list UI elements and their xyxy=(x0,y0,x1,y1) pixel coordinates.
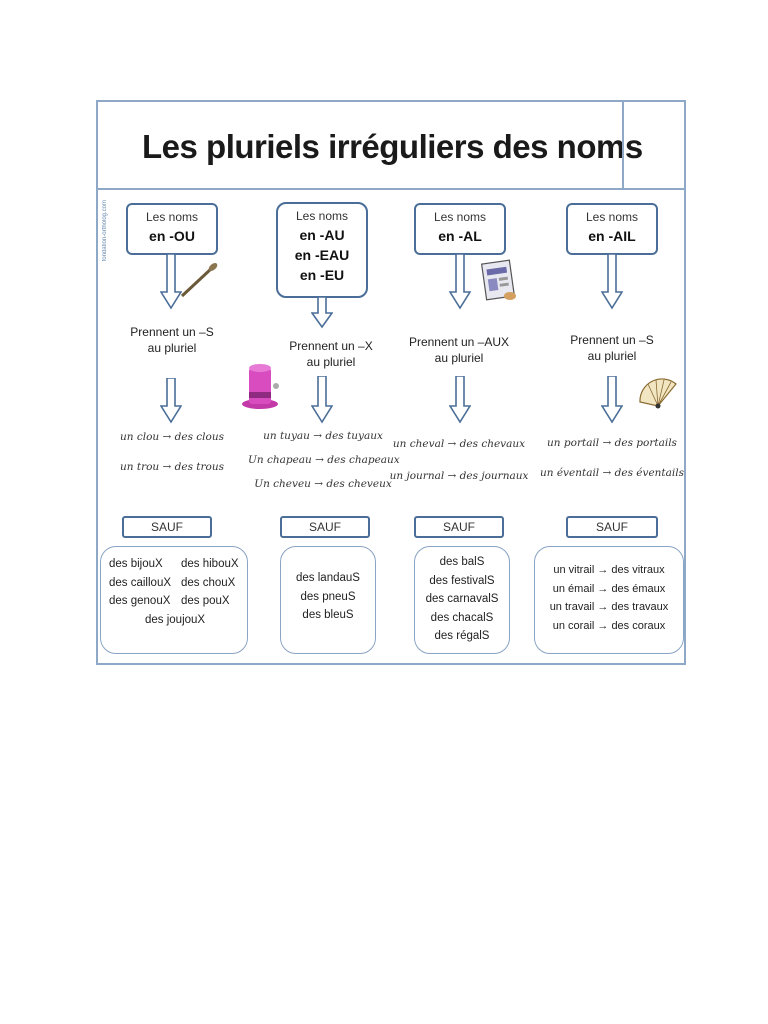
category-label: Les noms xyxy=(416,208,504,227)
rule-sheet: Les pluriels irréguliers des noms fondat… xyxy=(96,100,686,665)
rule-line-1: Prennent un –S xyxy=(98,324,246,340)
rule-text: Prennent un –S au pluriel xyxy=(538,332,686,364)
example-line: un tuyau → des tuyaux xyxy=(248,424,398,448)
category-suffix: en -OU xyxy=(128,227,216,247)
category-suffix: en -EU xyxy=(278,266,366,286)
sauf-label: SAUF xyxy=(566,516,658,538)
rule-text: Prennent un –AUX au pluriel xyxy=(384,334,534,366)
sauf-label: SAUF xyxy=(414,516,504,538)
exception-item: un travail → des travaux xyxy=(535,598,683,617)
exception-item: des carnavalS xyxy=(415,590,509,609)
sauf-label: SAUF xyxy=(280,516,370,538)
example-line: Un cheveu → des cheveux xyxy=(248,472,398,496)
examples: un tuyau → des tuyaux Un chapeau → des c… xyxy=(248,424,398,496)
exceptions-box: un vitrail → des vitraux un émail → des … xyxy=(534,546,684,654)
exception-item: des chacalS xyxy=(415,609,509,628)
rule-line-1: Prennent un –S xyxy=(538,332,686,348)
exception-item: des caillouX xyxy=(109,574,181,593)
column-al: Les noms en -AL Prennent un –AUX au plur… xyxy=(398,102,548,663)
category-suffix: en -AIL xyxy=(568,227,656,247)
exception-item: des joujouX xyxy=(145,614,205,626)
category-label: Les noms xyxy=(568,208,656,227)
category-suffix: en -EAU xyxy=(278,246,366,266)
top-hat-icon xyxy=(240,360,284,412)
category-suffix: en -AL xyxy=(416,227,504,247)
exception-item: des bijouX xyxy=(109,555,181,574)
example-line: un journal → des journaux xyxy=(384,460,534,492)
rule-line-2: au pluriel xyxy=(384,350,534,366)
category-suffix: en -AU xyxy=(278,226,366,246)
exception-item: des hibouX xyxy=(181,558,239,570)
exception-item: un émail → des émaux xyxy=(535,580,683,599)
down-arrow-icon xyxy=(601,254,623,310)
exception-item: des genouX xyxy=(109,592,181,611)
column-ou: Les noms en -OU Prennent un –S au plurie… xyxy=(98,102,246,663)
column-ail: Les noms en -AIL Prennent un –S au pluri… xyxy=(538,102,686,663)
exceptions-box: des landauS des pneuS des bleuS xyxy=(280,546,376,654)
exception-item: des festivalS xyxy=(415,572,509,591)
exception-item: des balS xyxy=(415,553,509,572)
example-line: un clou → des clous xyxy=(98,422,246,452)
category-label: Les noms xyxy=(128,208,216,227)
exception-item: un corail → des coraux xyxy=(535,617,683,636)
example-line: Un chapeau → des chapeaux xyxy=(248,448,398,472)
category-box-au: Les noms en -AU en -EAU en -EU xyxy=(276,202,368,298)
sauf-label: SAUF xyxy=(122,516,212,538)
exception-item: des régalS xyxy=(415,627,509,646)
exceptions-box: des balS des festivalS des carnavalS des… xyxy=(414,546,510,654)
down-arrow-icon xyxy=(311,376,333,424)
example-line: un cheval → des chevaux xyxy=(384,428,534,460)
category-box-ou: Les noms en -OU xyxy=(126,203,218,255)
down-arrow-icon xyxy=(311,297,333,329)
rule-line-2: au pluriel xyxy=(538,348,686,364)
examples: un cheval → des chevaux un journal → des… xyxy=(384,428,534,492)
category-box-al: Les noms en -AL xyxy=(414,203,506,255)
rule-text: Prennent un –S au pluriel xyxy=(98,324,246,356)
down-arrow-icon xyxy=(449,254,471,310)
example-line: un portail → des portails xyxy=(538,428,686,458)
category-box-ail: Les noms en -AIL xyxy=(566,203,658,255)
category-label: Les noms xyxy=(278,207,366,226)
examples: un clou → des clous un trou → des trous xyxy=(98,422,246,482)
rule-line-1: Prennent un –AUX xyxy=(384,334,534,350)
exception-item: des chouX xyxy=(181,577,235,589)
down-arrow-icon xyxy=(601,376,623,424)
exception-item: des pneuS xyxy=(281,588,375,607)
exception-item: des bleuS xyxy=(281,606,375,625)
examples: un portail → des portails un éventail → … xyxy=(538,428,686,488)
exception-item: des pouX xyxy=(181,595,230,607)
fan-icon xyxy=(634,372,680,412)
down-arrow-icon xyxy=(449,376,471,424)
rule-line-2: au pluriel xyxy=(98,340,246,356)
newspaper-icon xyxy=(480,258,522,306)
exception-item: des landauS xyxy=(281,569,375,588)
column-au: Les noms en -AU en -EAU en -EU Prennent … xyxy=(248,102,398,663)
nail-icon xyxy=(178,260,220,300)
exception-item: un vitrail → des vitraux xyxy=(535,561,683,580)
down-arrow-icon xyxy=(160,378,182,424)
example-line: un éventail → des éventails xyxy=(538,458,686,488)
example-line: un trou → des trous xyxy=(98,452,246,482)
